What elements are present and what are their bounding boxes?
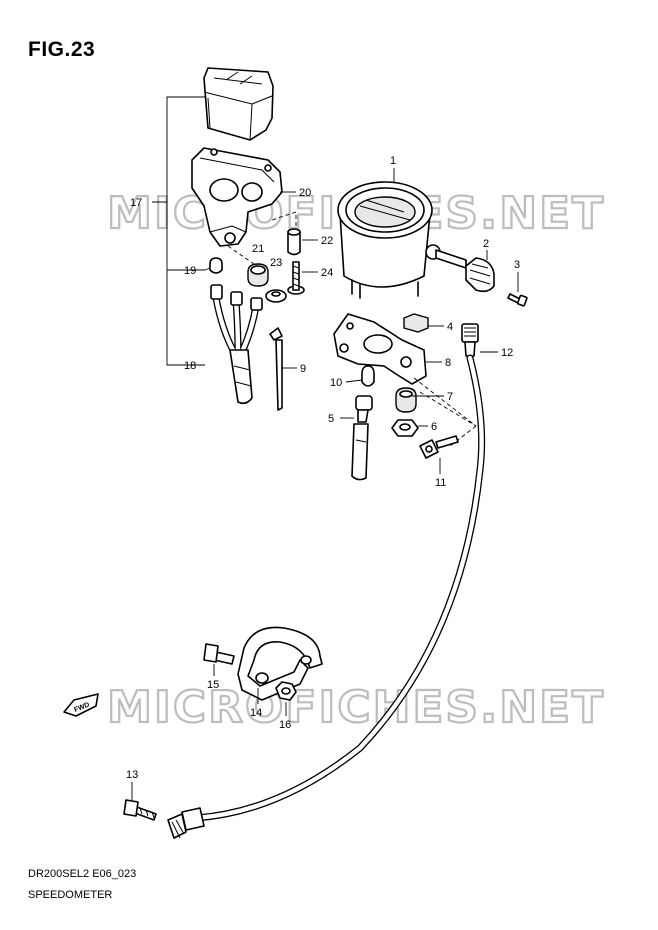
callout-3: 3 [514, 259, 520, 271]
bolt-part-11 [419, 435, 459, 459]
pad-part [403, 313, 429, 333]
section-name: SPEEDOMETER [28, 889, 113, 901]
screw-part-24 [287, 261, 305, 295]
handlebar-clamp-part [237, 626, 323, 701]
screw-part-3 [507, 293, 528, 307]
callout-14: 14 [250, 707, 262, 719]
callout-2: 2 [483, 238, 489, 250]
figure-title: FIG.23 [28, 38, 96, 61]
bulb-part-19 [209, 257, 223, 274]
speedometer-cable-part [167, 323, 486, 839]
indicator-cap [203, 67, 274, 141]
nut-part-6 [391, 419, 419, 437]
callout-1: 1 [390, 155, 396, 167]
speedometer-part [337, 181, 467, 299]
wire-clamp-part [269, 327, 283, 411]
guide-cable [413, 377, 477, 427]
bolt-part-15 [203, 643, 235, 665]
guide-cable-2 [449, 425, 477, 447]
indicator-case [191, 147, 283, 247]
knob-part [465, 257, 495, 293]
callout-15: 15 [207, 679, 219, 691]
callout-22: 22 [321, 235, 333, 247]
bulb-part-10 [361, 365, 375, 387]
callout-7: 7 [447, 391, 453, 403]
cushion-part-21 [247, 263, 269, 287]
callout-11: 11 [435, 477, 446, 489]
socket-harness-part [210, 284, 263, 405]
nut-part-16 [275, 681, 297, 701]
watermark-bottom: MICROFICHES.NET [107, 682, 605, 733]
model-code: DR200SEL2 E06_023 [28, 868, 137, 880]
socket-part [351, 395, 373, 481]
callout-6: 6 [431, 421, 437, 433]
callout-13: 13 [126, 769, 138, 781]
washer-part-23 [265, 289, 287, 303]
callout-8: 8 [445, 357, 451, 369]
callout-23: 23 [270, 257, 282, 269]
bolt-part-13 [123, 799, 157, 821]
callout-18: 18 [184, 360, 196, 372]
spacer-part [287, 228, 301, 256]
callout-5: 5 [328, 413, 334, 425]
callout-9: 9 [300, 363, 306, 375]
callout-4: 4 [447, 321, 453, 333]
callout-20: 20 [299, 187, 311, 199]
cushion-part-7 [395, 387, 417, 413]
assembly-bracket-17 [152, 96, 205, 366]
leader-19 [204, 267, 211, 271]
callout-17: 17 [130, 197, 142, 209]
guide-22 [271, 211, 297, 226]
callout-19: 19 [184, 265, 196, 277]
guide-21 [227, 245, 255, 265]
callout-21: 21 [252, 243, 264, 255]
callout-12: 12 [501, 347, 513, 359]
bracket-part [333, 313, 427, 385]
callout-10: 10 [330, 377, 342, 389]
forward-direction-marker: FWD [63, 693, 99, 717]
leader-10 [345, 379, 363, 383]
callout-16: 16 [279, 719, 291, 731]
callout-24: 24 [321, 267, 333, 279]
